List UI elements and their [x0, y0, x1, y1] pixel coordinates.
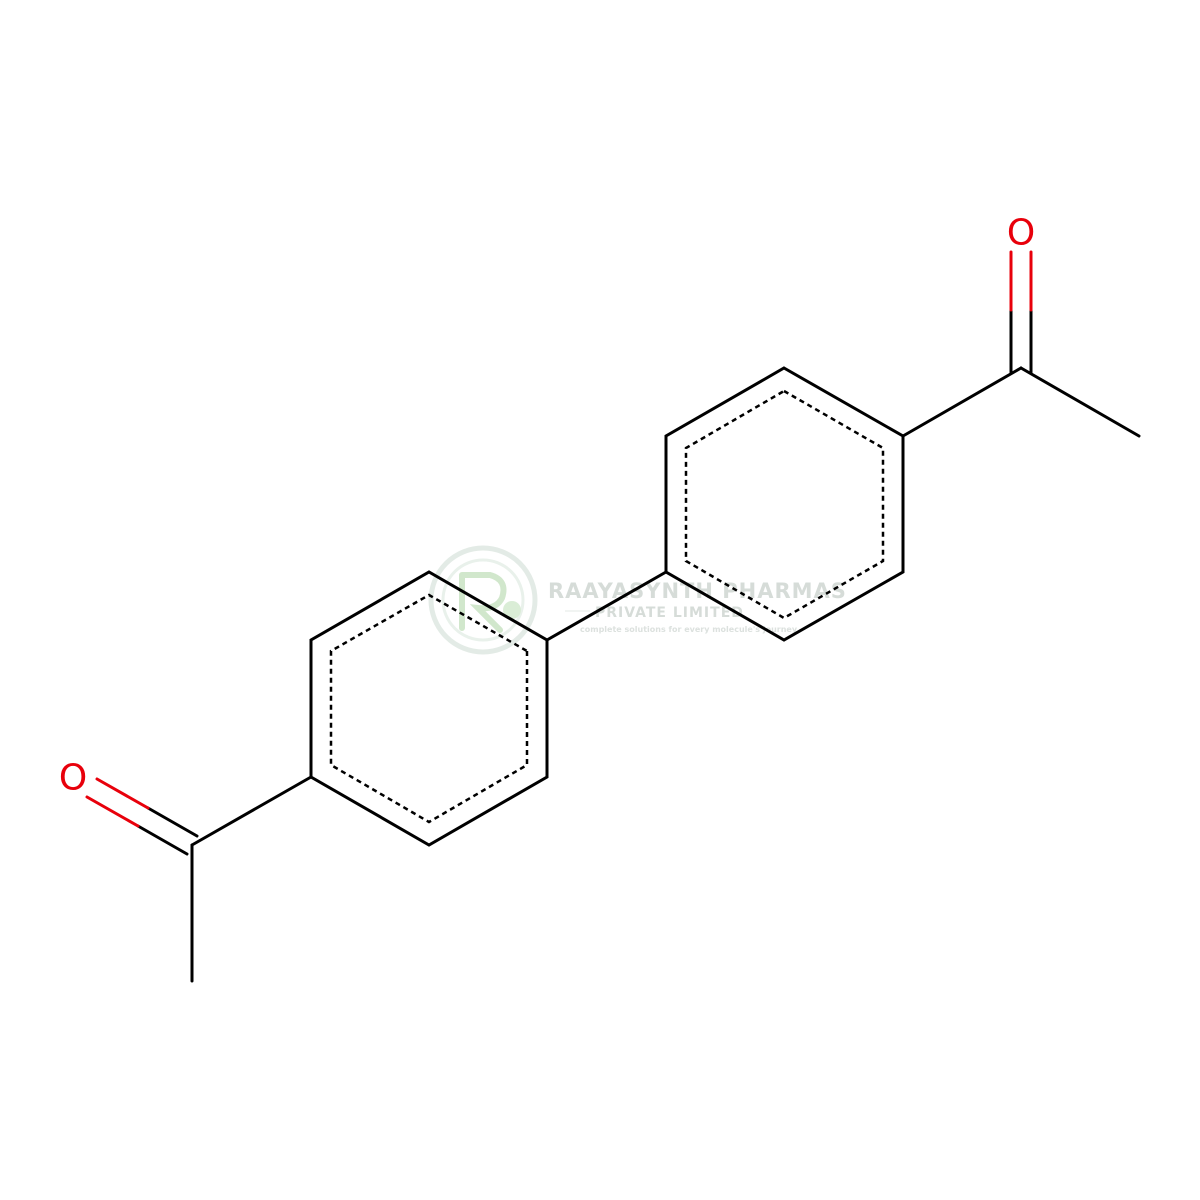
- left-ring-aromatic: [329, 593, 529, 824]
- atom-oxygen-left: O: [59, 758, 87, 799]
- right-benzene-ring: [664, 366, 905, 642]
- bond-co-left-b-red: [85, 795, 140, 828]
- bond-co-left-b-black: [136, 824, 189, 856]
- left-acetyl-group: O: [59, 758, 313, 983]
- right-acetyl-group: O: [901, 213, 1141, 438]
- bond-co-left-a-red: [95, 777, 150, 810]
- bond-biaryl: [545, 570, 668, 642]
- bond-co-left-a-black: [146, 806, 199, 838]
- atom-oxygen-right: O: [1007, 213, 1035, 254]
- watermark: RAAYASYNTH PHARMAS PRIVATE LIMITED compl…: [428, 545, 846, 655]
- bond-carbonyl-methyl-right: [1019, 366, 1141, 438]
- watermark-tagline: complete solutions for every molecule's …: [580, 625, 798, 634]
- watermark-logo-icon: [428, 545, 538, 655]
- bond-ring-carbonyl-left: [190, 775, 313, 847]
- watermark-subtitle: PRIVATE LIMITED: [595, 605, 744, 621]
- right-ring-outer: [664, 366, 905, 642]
- right-ring-aromatic: [684, 389, 885, 620]
- bond-ring-carbonyl-right: [901, 366, 1023, 438]
